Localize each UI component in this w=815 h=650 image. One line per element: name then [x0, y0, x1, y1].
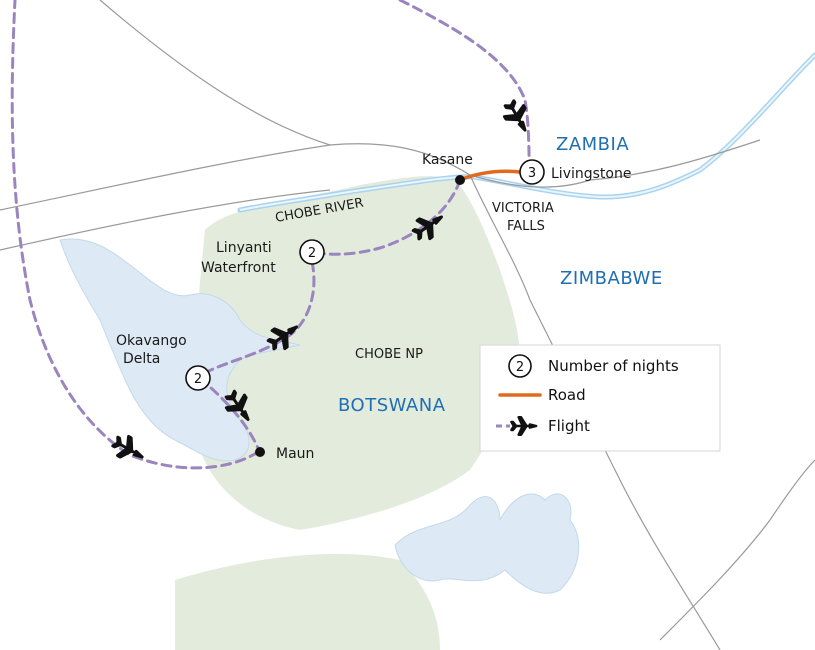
country-label-zimbabwe: ZIMBABWE: [560, 268, 663, 289]
southern-park-area: [175, 553, 440, 650]
place-label-okavango: Okavango: [116, 333, 187, 349]
place-label-okavango: Delta: [123, 351, 160, 367]
place-label-victoria-falls: FALLS: [507, 219, 545, 234]
town-dot-icon: [455, 175, 465, 185]
chobe-national-park-area: [194, 176, 521, 531]
legend-nights-sample: 2: [516, 360, 524, 375]
road-route: [458, 169, 522, 182]
southern-pans-water: [394, 493, 580, 594]
legend-nights-symbol: [508, 354, 532, 378]
nights-count: 3: [528, 166, 536, 181]
place-label-chobe-np: CHOBE NP: [355, 347, 423, 362]
place-label-victoria-falls: VICTORIA: [492, 201, 554, 216]
place-label-linyanti: Linyanti: [216, 240, 272, 256]
place-label-livingstone: Livingstone: [551, 166, 631, 182]
okavango-delta-water: [59, 238, 301, 462]
nights-marker-okavango: 2: [185, 365, 211, 391]
place-label-maun: Maun: [276, 446, 314, 462]
nights-marker-linyanti: 2: [299, 239, 325, 265]
nights-count: 2: [194, 372, 202, 387]
country-label-zambia: ZAMBIA: [556, 134, 629, 155]
country-label-botswana: BOTSWANA: [338, 395, 446, 416]
nights-marker-livingstone: 3: [519, 159, 545, 185]
place-label-kasane: Kasane: [422, 152, 473, 168]
legend-flight-label: Flight: [548, 417, 590, 435]
river-highlight: [239, 54, 815, 211]
town-dot-icon: [255, 447, 265, 457]
legend-road-label: Road: [548, 386, 586, 404]
map-legend: 2 Number of nights Road Flight: [479, 344, 721, 452]
nights-count: 2: [308, 246, 316, 261]
place-label-linyanti: Waterfront: [201, 260, 276, 276]
legend-nights-label: Number of nights: [548, 357, 679, 375]
